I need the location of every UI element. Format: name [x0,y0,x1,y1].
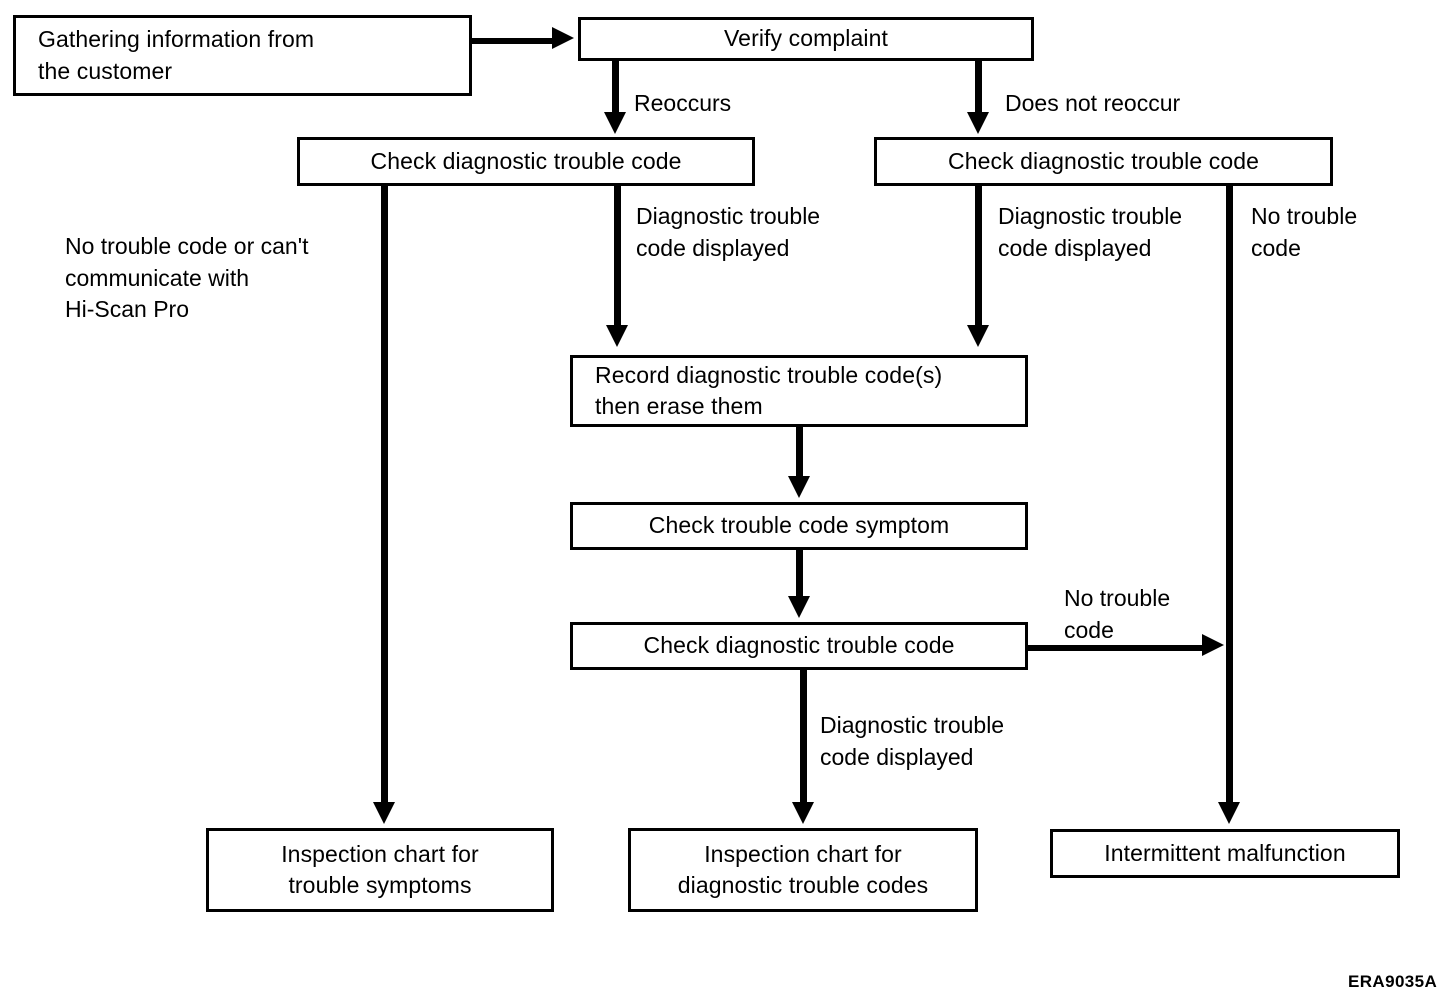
node-intermittent-malfunction: Intermittent malfunction [1050,829,1400,878]
node-inspection-chart-diagnostic-trouble-codes: Inspection chart for diagnostic trouble … [628,828,978,912]
edge-label-no-trouble-code-right: No trouble code [1251,203,1358,261]
arrowhead-check-left-to-record [606,325,628,347]
arrowhead-verify-to-check-right [967,112,989,134]
connector-record-to-symptom [796,427,803,479]
edge-label-does-not-reoccur: Does not reoccur [1005,90,1181,116]
arrowhead-check-right-to-record [967,325,989,347]
arrowhead-check-left-to-chart-symptoms [373,802,395,824]
connector-check-mid-to-intermittent [1028,645,1208,651]
arrowhead-symptom-to-check-mid [788,596,810,618]
arrowhead-verify-to-check-left [604,112,626,134]
arrowhead-check-right-to-intermittent [1218,802,1240,824]
edge-label-reoccurs: Reoccurs [634,90,732,116]
edge-label-diagnostic-trouble-code-displayed-right: Diagnostic trouble code displayed [998,203,1183,261]
connector-gathering-to-verify [472,38,556,44]
node-gathering-information: Gathering information from the customer [13,15,472,96]
edge-label-diagnostic-trouble-code-displayed-left: Diagnostic trouble code displayed [636,203,821,261]
node-verify-complaint: Verify complaint [578,17,1034,61]
node-check-diagnostic-trouble-code-right: Check diagnostic trouble code [874,137,1333,186]
figure-id-label: ERA9035A [1348,972,1438,991]
arrowhead-gathering-to-verify [552,27,574,49]
edge-label-no-trouble-code-mid: No trouble code [1064,585,1171,643]
arrowhead-check-mid-to-intermittent [1202,634,1224,656]
connector-verify-to-check-left [612,61,619,117]
edge-label-diagnostic-trouble-code-displayed-bottom: Diagnostic trouble code displayed [820,712,1005,770]
arrowhead-record-to-symptom [788,476,810,498]
node-check-trouble-code-symptom: Check trouble code symptom [570,502,1028,550]
node-inspection-chart-trouble-symptoms: Inspection chart for trouble symptoms [206,828,554,912]
connector-check-right-to-record [975,186,982,328]
edge-label-no-trouble-code-or-cant-communicate: No trouble code or can't communicate wit… [65,233,309,323]
connector-check-left-to-record [614,186,621,328]
node-record-then-erase: Record diagnostic trouble code(s) then e… [570,355,1028,427]
node-check-diagnostic-trouble-code-left: Check diagnostic trouble code [297,137,755,186]
arrowhead-check-mid-to-chart-dtc [792,802,814,824]
connector-check-right-to-intermittent [1226,186,1233,806]
connector-check-left-to-chart-symptoms [381,186,388,806]
connector-check-mid-to-chart-dtc [800,670,807,806]
node-check-diagnostic-trouble-code-mid: Check diagnostic trouble code [570,622,1028,670]
connector-verify-to-check-right [975,61,982,117]
connector-symptom-to-check-mid [796,550,803,602]
